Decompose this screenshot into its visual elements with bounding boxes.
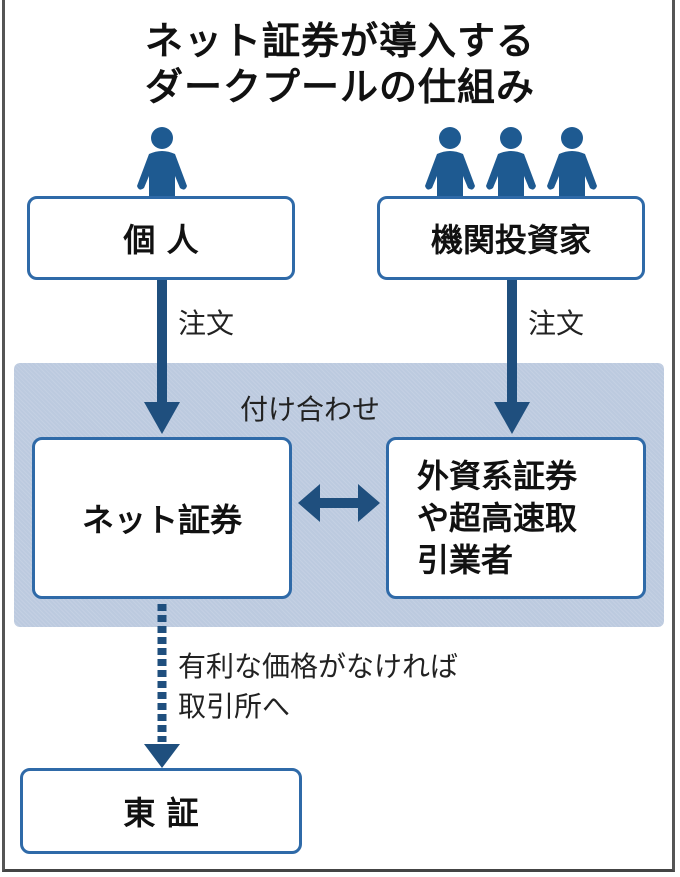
node-foreign-hft: 外資系証券 や超高速取 引業者 — [386, 437, 646, 599]
node-institutional-investor: 機関投資家 — [377, 196, 645, 280]
order-label-right: 注文 — [528, 307, 585, 340]
person-icon — [486, 127, 536, 196]
node-foreign-hft-line: 外資系証券 — [417, 457, 578, 495]
node-foreign-hft-line: や超高速取 — [417, 499, 578, 537]
fallback-arrow — [144, 604, 180, 768]
title-line-2: ダークプールの仕組み — [144, 65, 535, 109]
person-icon — [425, 127, 475, 196]
node-individual: 個 人 — [27, 196, 295, 280]
order-arrow-left — [144, 280, 180, 434]
node-tse-label: 東 証 — [123, 794, 199, 832]
fallback-label: 有利な価格がなければ 取引所へ — [178, 647, 458, 727]
title-line-1: ネット証券が導入する — [144, 19, 535, 63]
order-arrow-right — [494, 280, 530, 434]
fallback-label-line: 有利な価格がなければ — [178, 650, 459, 683]
node-foreign-hft-line: 引業者 — [417, 541, 514, 579]
node-institutional-label: 機関投資家 — [430, 221, 591, 259]
node-net-broker-label: ネット証券 — [81, 501, 242, 539]
matching-label: 付け合わせ — [240, 393, 381, 426]
fallback-label-line: 取引所へ — [178, 690, 291, 723]
person-icon — [137, 127, 187, 196]
node-net-broker: ネット証券 — [32, 437, 292, 599]
double-arrow-icon — [298, 484, 380, 522]
order-label-left: 注文 — [178, 307, 235, 340]
node-tse: 東 証 — [20, 768, 302, 854]
node-individual-label: 個 人 — [123, 221, 199, 259]
person-icon — [547, 127, 597, 196]
